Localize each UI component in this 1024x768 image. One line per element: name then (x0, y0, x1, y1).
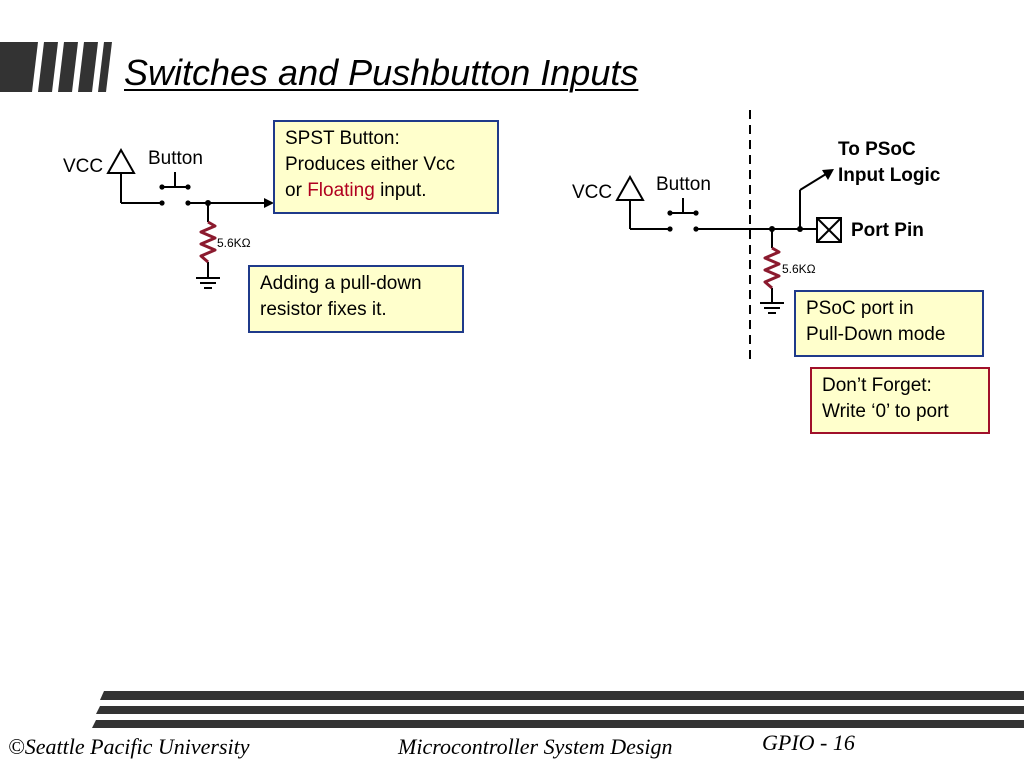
footer-university: ©Seattle Pacific University (8, 734, 250, 759)
port-pin-symbol (816, 217, 842, 243)
footer-slide-number: GPIO - 16 (762, 730, 855, 755)
pulldown-callout: Adding a pull-down resistor fixes it. (248, 265, 464, 333)
footer-course: Microcontroller System Design (398, 734, 673, 759)
floating-highlight: Floating (307, 180, 375, 201)
spst-line-3-post: input. (374, 180, 427, 201)
pulldown-line-1: Adding a pull-down (260, 273, 422, 294)
spst-callout: SPST Button: Produces either Vcc or Floa… (273, 120, 499, 214)
button-label-right: Button (656, 174, 711, 195)
footer-bars (92, 691, 1024, 728)
psoc-line-2: Pull-Down mode (806, 324, 946, 345)
resistor-label-right: 5.6KΩ (782, 262, 816, 276)
psoc-line-1: PSoC port in (806, 298, 914, 319)
forget-line-1: Don’t Forget: (822, 375, 932, 396)
vcc-symbol-right (615, 174, 645, 201)
resistor-left (199, 220, 217, 264)
resistor-label-left: 5.6KΩ (217, 236, 251, 250)
right-circuit (615, 173, 842, 314)
psoc-mode-callout: PSoC port in Pull-Down mode (794, 290, 984, 357)
arrow-to-psoc (822, 169, 834, 180)
page-title: Switches and Pushbutton Inputs (124, 52, 639, 93)
arrow-to-callout-left (264, 198, 274, 208)
header-logo (0, 42, 112, 92)
vcc-symbol-left (106, 147, 136, 174)
spst-line-3: or Floating input. (285, 178, 487, 204)
vcc-label-right: VCC (572, 182, 612, 203)
forget-line-2: Write ‘0’ to port (822, 401, 949, 422)
to-psoc-label-2: Input Logic (838, 165, 941, 186)
port-pin-label: Port Pin (851, 220, 924, 241)
to-psoc-label-1: To PSoC (838, 139, 916, 160)
resistor-right (763, 246, 781, 290)
spst-line-1: SPST Button: (285, 128, 400, 149)
dont-forget-callout: Don’t Forget: Write ‘0’ to port (810, 367, 990, 434)
spst-line-2: Produces either Vcc (285, 154, 456, 175)
spst-line-3-pre: or (285, 180, 308, 201)
left-circuit (106, 147, 266, 289)
pulldown-line-2: resistor fixes it. (260, 299, 387, 320)
vcc-label-left: VCC (63, 156, 103, 177)
button-label-left: Button (148, 148, 203, 169)
